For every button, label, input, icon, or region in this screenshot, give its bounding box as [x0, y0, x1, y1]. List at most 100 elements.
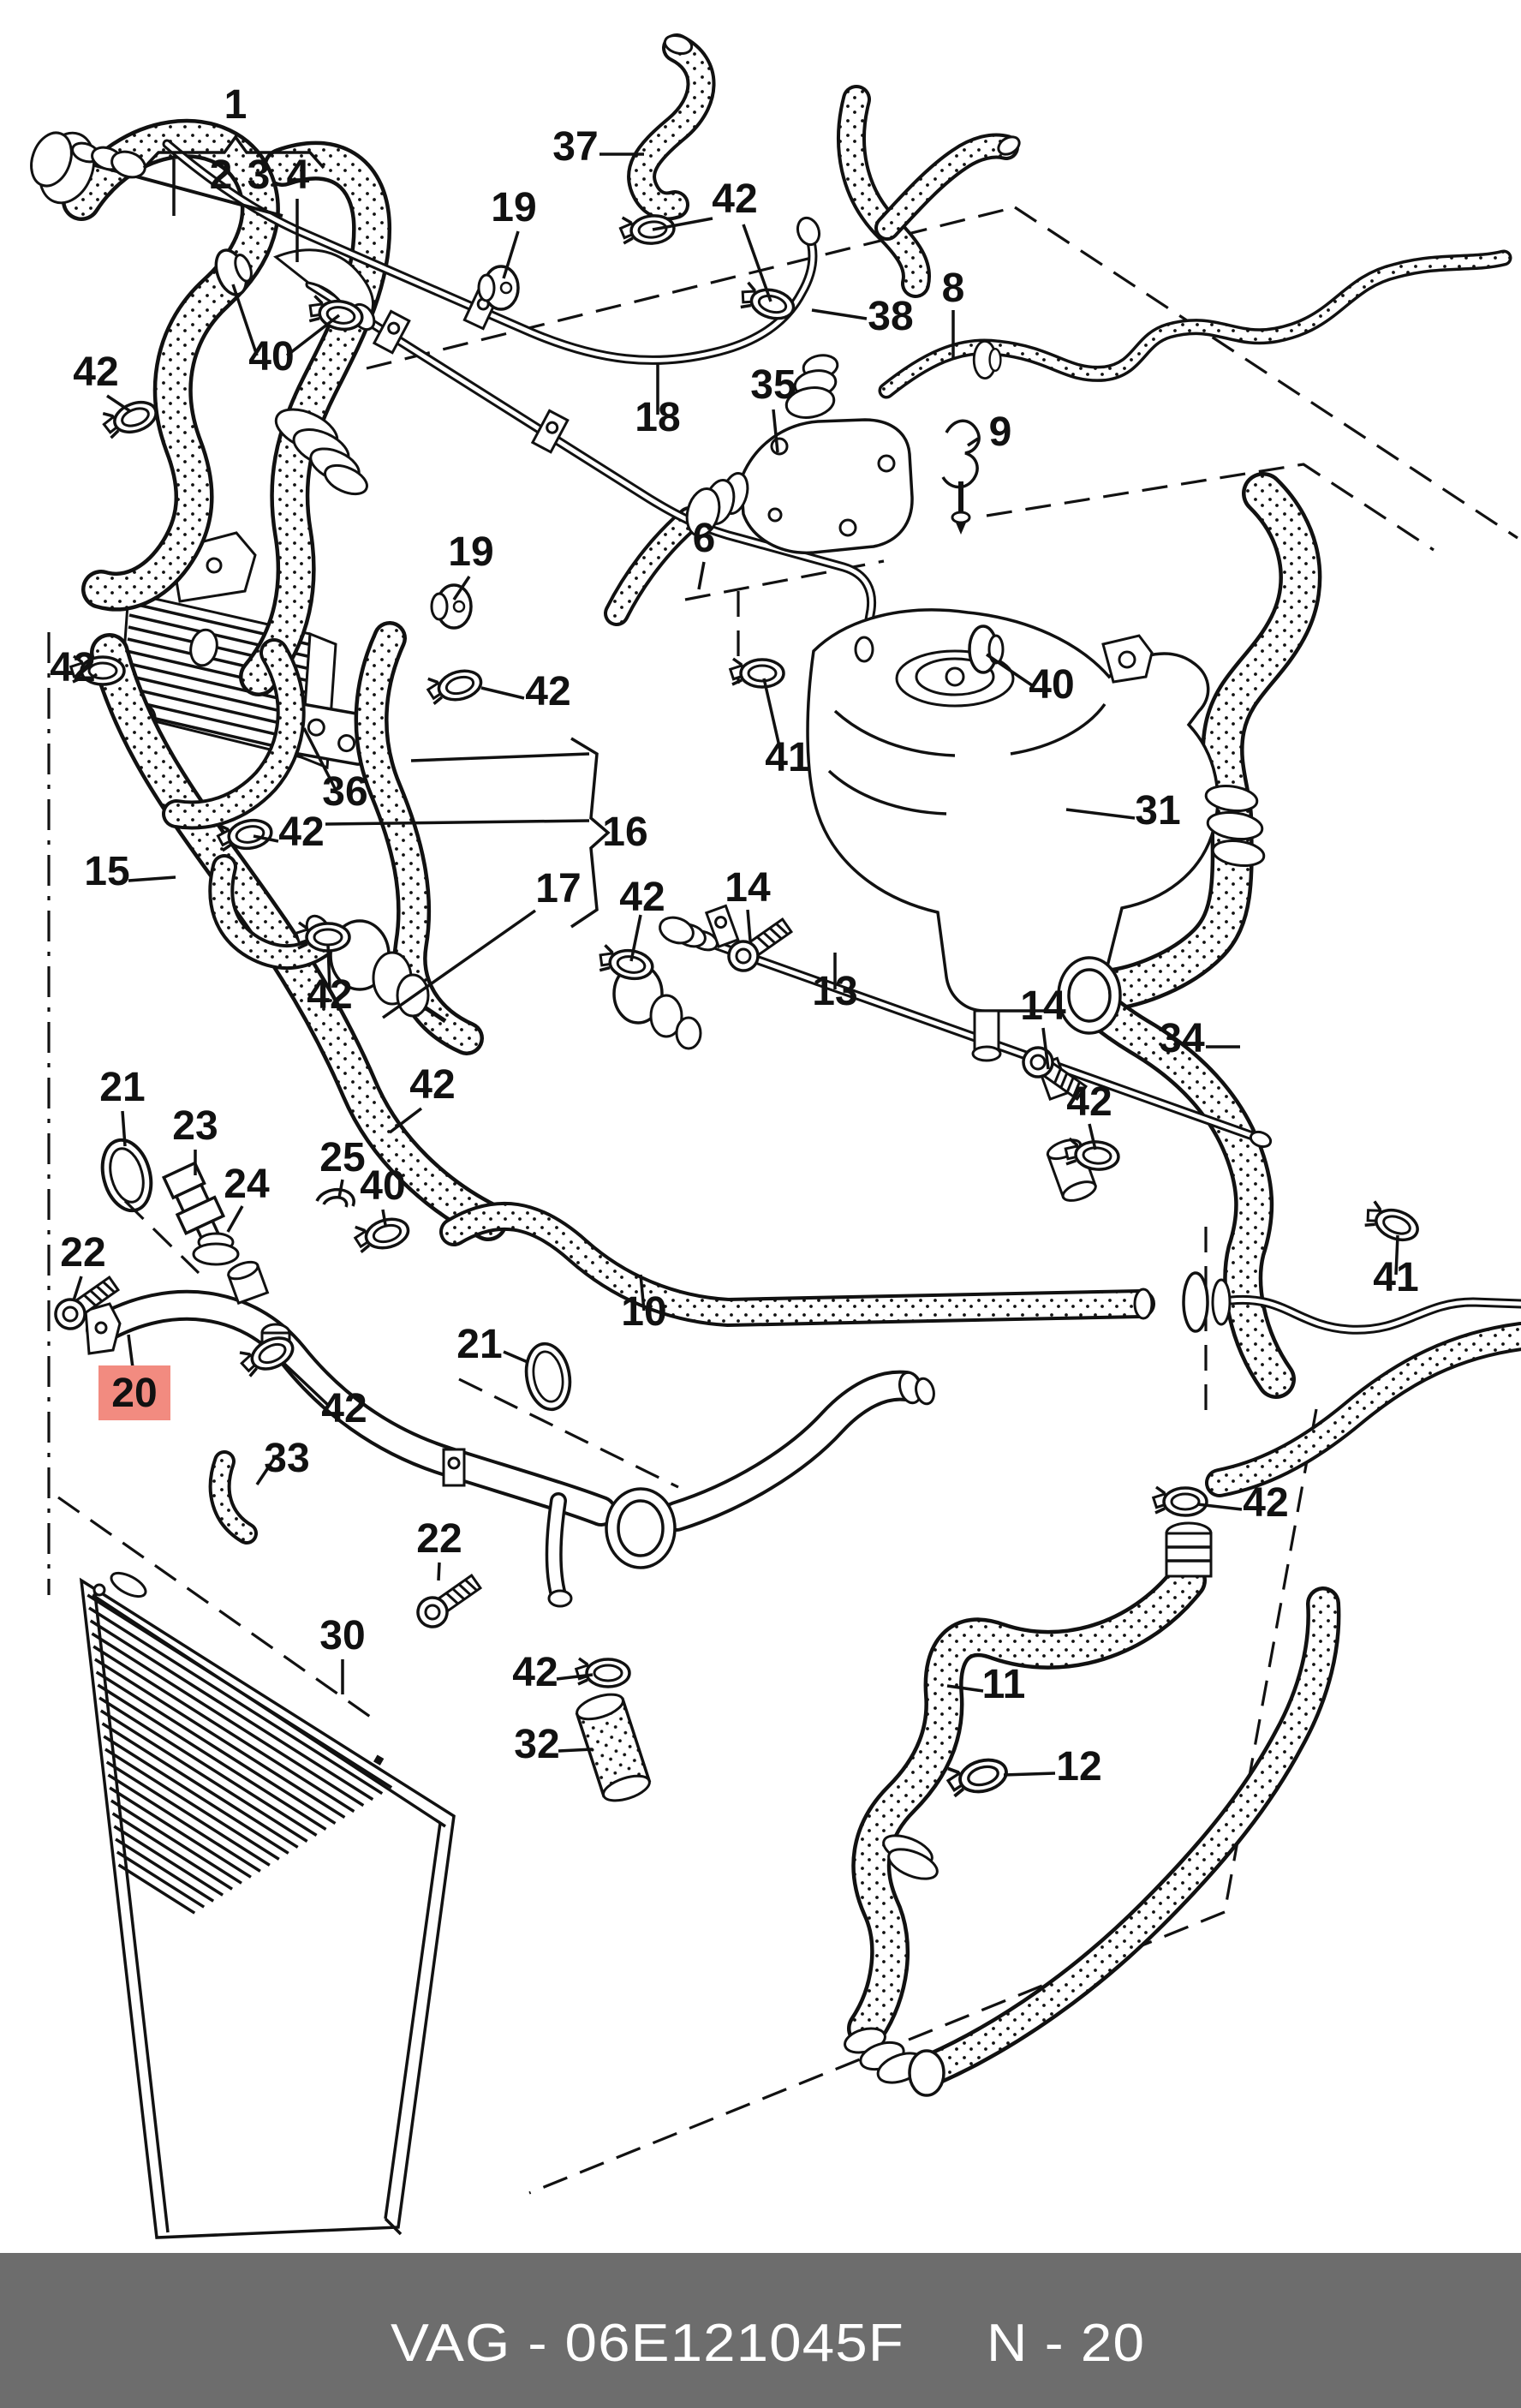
- leader-line: [437, 1562, 441, 1581]
- callout-13: 13: [812, 969, 857, 1014]
- leader-line: [226, 1205, 244, 1233]
- leader-line: [652, 217, 713, 231]
- leader-line: [639, 1274, 646, 1312]
- callout-19: 19: [448, 529, 493, 575]
- callout-18: 18: [635, 395, 680, 440]
- leader-line: [503, 1350, 528, 1364]
- callout-8: 8: [942, 266, 965, 311]
- leader-line: [302, 727, 337, 791]
- callout-40: 40: [360, 1163, 405, 1209]
- callout-16: 16: [602, 810, 647, 855]
- callout-24: 24: [224, 1162, 270, 1207]
- callout-14: 14: [725, 865, 771, 911]
- leader-line: [946, 1684, 984, 1693]
- leader-line: [1041, 1027, 1050, 1070]
- leader-line: [1196, 1503, 1243, 1511]
- leader-line: [388, 1107, 423, 1134]
- callout-1: 1: [224, 82, 248, 128]
- leader-line: [762, 678, 783, 755]
- callout-10: 10: [621, 1289, 666, 1335]
- callout-38: 38: [868, 294, 913, 339]
- callout-42: 42: [525, 669, 570, 714]
- callout-35: 35: [750, 362, 796, 408]
- callout-4: 4: [287, 152, 310, 198]
- leader-line: [1088, 1123, 1097, 1150]
- leader-line: [231, 284, 259, 356]
- leader-line: [381, 909, 537, 1019]
- callout-6: 6: [693, 516, 716, 561]
- leader-line: [502, 230, 520, 279]
- callout-33: 33: [264, 1436, 309, 1481]
- callout-22: 22: [416, 1516, 462, 1562]
- leader-line: [106, 394, 131, 413]
- callout-42: 42: [278, 810, 324, 855]
- callout-42: 42: [321, 1386, 367, 1431]
- flange-35-drawing: [685, 418, 914, 555]
- leader-line: [326, 943, 331, 990]
- callout-41: 41: [765, 735, 810, 780]
- callout-25: 25: [319, 1135, 365, 1180]
- callout-42: 42: [619, 875, 665, 920]
- callout-41: 41: [1373, 1255, 1418, 1300]
- footer-background: [0, 2253, 1521, 2408]
- leader-line: [128, 875, 176, 882]
- callout-12: 12: [1056, 1744, 1101, 1790]
- leader-line: [480, 686, 525, 700]
- callout-32: 32: [514, 1722, 559, 1767]
- callout-9: 9: [989, 409, 1012, 455]
- callout-42: 42: [1066, 1079, 1112, 1125]
- callout-42: 42: [1243, 1480, 1288, 1526]
- callout-11: 11: [982, 1662, 1026, 1707]
- leader-line: [967, 437, 979, 447]
- leader-line: [337, 1179, 344, 1198]
- callout-40: 40: [248, 334, 294, 379]
- leader-line: [381, 1209, 387, 1226]
- callout-15: 15: [84, 849, 129, 894]
- leader-line: [629, 914, 642, 962]
- callout-42: 42: [409, 1062, 455, 1108]
- leader-line: [72, 1276, 83, 1301]
- leader-line: [253, 834, 279, 843]
- leader-line: [1003, 1772, 1056, 1777]
- leader-line: [697, 561, 706, 590]
- group-brackets: [142, 134, 611, 929]
- leader-line: [255, 1455, 277, 1485]
- callout-42: 42: [73, 350, 118, 395]
- leader-line: [986, 653, 1033, 687]
- callout-20-highlighted: 20: [111, 1371, 157, 1416]
- leader-line: [811, 308, 868, 320]
- small-parts-drawing: [30, 33, 1273, 2097]
- leader-line: [556, 1673, 593, 1681]
- leader-line: [281, 1360, 331, 1408]
- callout-42: 42: [712, 176, 757, 222]
- callout-2: 2: [210, 152, 233, 198]
- callout-30: 30: [319, 1613, 365, 1658]
- leader-line: [746, 909, 752, 941]
- radiator-drawing: [79, 1571, 456, 2239]
- leader-line: [772, 409, 779, 453]
- leader-line: [1394, 1234, 1399, 1276]
- callout-17: 17: [535, 866, 581, 911]
- callout-21: 21: [99, 1065, 145, 1110]
- footer-part-number: VAG - 06E121045F: [391, 2314, 904, 2373]
- callout-37: 37: [552, 124, 598, 170]
- callout-36: 36: [322, 769, 367, 815]
- callout-3: 3: [248, 152, 271, 198]
- callout-31: 31: [1135, 788, 1180, 834]
- callout-22: 22: [60, 1230, 105, 1276]
- highlight-box-20: [98, 1365, 170, 1420]
- callout-42: 42: [50, 645, 95, 690]
- leader-line: [86, 672, 98, 683]
- callout-42: 42: [512, 1650, 558, 1695]
- callout-14: 14: [1020, 983, 1066, 1029]
- callout-42: 42: [307, 972, 352, 1018]
- callout-40: 40: [1029, 662, 1074, 708]
- leader-line: [742, 224, 772, 302]
- footer-bar: VAG - 06E121045F N - 20: [0, 2253, 1521, 2408]
- leader-line: [452, 576, 471, 601]
- leader-lines: [72, 152, 1399, 1777]
- callout-21: 21: [456, 1322, 502, 1367]
- leader-line: [558, 1748, 593, 1753]
